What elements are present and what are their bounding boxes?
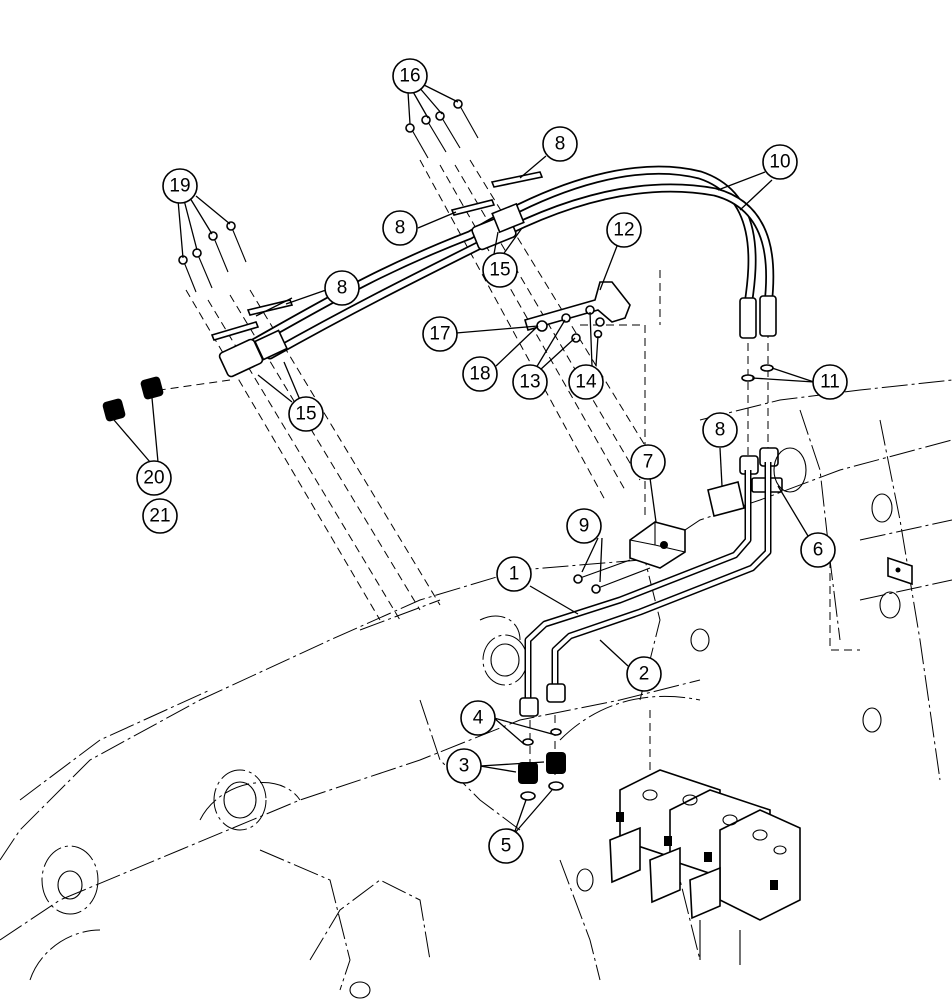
callout-4-label: 4: [473, 708, 484, 729]
callout-7-label: 7: [643, 452, 654, 473]
callout-9: 9: [566, 508, 602, 544]
callout-20: 20: [136, 460, 172, 496]
control-valve-block: [609, 769, 801, 965]
callout-17: 17: [422, 316, 458, 352]
callout-5: 5: [488, 828, 524, 864]
callout-8-c: 8: [324, 270, 360, 306]
callout-15-b-label: 15: [295, 404, 316, 425]
callout-17-label: 17: [429, 324, 450, 345]
callout-4: 4: [460, 700, 496, 736]
callout-8-c-label: 8: [337, 278, 348, 299]
callout-8-d: 8: [702, 412, 738, 448]
callout-13-label: 13: [519, 372, 540, 393]
callout-16-label: 16: [399, 66, 420, 87]
callout-10-label: 10: [769, 152, 790, 173]
callout-13: 13: [512, 364, 548, 400]
mount-tab: [887, 556, 913, 586]
part-3-5-adapters: [518, 728, 566, 801]
callout-3: 3: [446, 748, 482, 784]
part-9-bolts: [573, 559, 651, 594]
callout-2-label: 2: [639, 664, 650, 685]
callout-6: 6: [800, 532, 836, 568]
callout-8-b: 8: [382, 210, 418, 246]
callout-21: 21: [142, 498, 178, 534]
callout-12-label: 12: [613, 220, 634, 241]
callout-11-label: 11: [820, 372, 840, 393]
callout-2: 2: [626, 656, 662, 692]
callout-7: 7: [630, 444, 666, 480]
callout-8-a: 8: [542, 126, 578, 162]
callout-20-label: 20: [143, 468, 164, 489]
callout-10: 10: [762, 144, 798, 180]
callout-8-a-label: 8: [555, 134, 566, 155]
callout-8-d-label: 8: [715, 420, 726, 441]
callout-12: 12: [606, 212, 642, 248]
callout-11: 11: [812, 364, 848, 400]
callout-18-label: 18: [469, 364, 490, 385]
callout-16: 16: [392, 58, 428, 94]
callout-19-label: 19: [169, 176, 190, 197]
callout-15-a-label: 15: [489, 260, 510, 281]
callout-1-label: 1: [509, 564, 520, 585]
callout-21-label: 21: [149, 506, 170, 527]
callout-3-label: 3: [459, 756, 470, 777]
part-19-bolts: [178, 221, 247, 293]
callout-8-b-label: 8: [395, 218, 406, 239]
callout-18: 18: [462, 356, 498, 392]
leader-lines: [113, 83, 815, 835]
callout-15-b: 15: [288, 396, 324, 432]
callout-15-a: 15: [482, 252, 518, 288]
callout-1: 1: [496, 556, 532, 592]
callout-5-label: 5: [501, 836, 512, 857]
callout-19: 19: [162, 168, 198, 204]
part-20-caps: [102, 376, 164, 422]
callout-6-label: 6: [813, 540, 824, 561]
callout-9-label: 9: [579, 516, 590, 537]
part-11-o-rings: [741, 364, 774, 382]
part-1-2-tubes: [519, 462, 772, 717]
part-12-bracket: [524, 281, 631, 343]
part-16-bolts: [405, 99, 479, 159]
part-7-block: [629, 521, 686, 569]
callout-14-label: 14: [575, 372, 597, 393]
callout-14: 14: [568, 364, 604, 400]
